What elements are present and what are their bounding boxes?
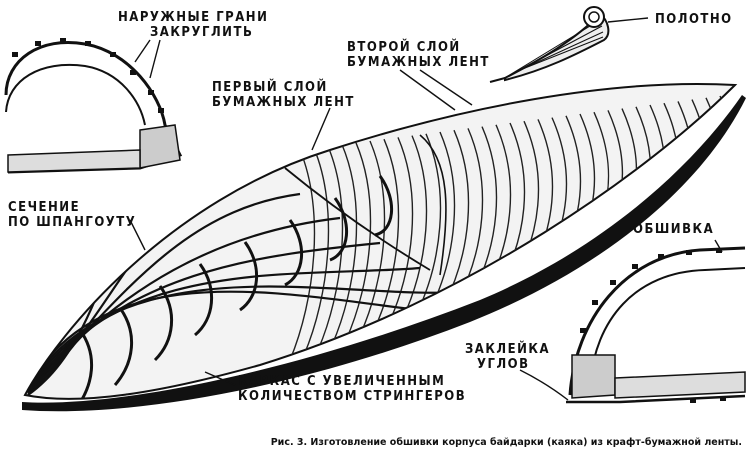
label-corner-gluing: ЗАКЛЕЙКА УГЛОВ — [465, 342, 550, 372]
rib — [113, 307, 133, 386]
rib — [374, 175, 394, 237]
paper-band — [401, 135, 428, 321]
paper-band — [373, 138, 400, 331]
frame-ribs — [73, 175, 394, 399]
rib — [73, 329, 93, 399]
first-layer-edge — [284, 167, 431, 271]
cross-section-bottom — [566, 246, 746, 404]
paper-band — [387, 137, 414, 326]
label-first-layer-line-1: ПЕРВЫЙ СЛОЙ — [212, 80, 328, 95]
label-skin: ОБШИВКА — [633, 222, 715, 237]
paper-band — [303, 147, 330, 356]
second-layer-edge — [419, 134, 447, 276]
stringer — [27, 241, 381, 391]
label-section: СЕЧЕНИЕ ПО ШПАНГОУТУ — [8, 200, 136, 230]
label-outer-edges: НАРУЖНЫЕ ГРАНИ ЗАКРУГЛИТЬ — [118, 10, 268, 40]
paper-band — [429, 131, 456, 311]
rib — [153, 285, 173, 362]
rib — [193, 263, 213, 337]
label-outer-edges-line-2: ЗАКРУГЛИТЬ — [150, 25, 254, 40]
label-first-layer: ПЕРВЫЙ СЛОЙ БУМАЖНЫХ ЛЕНТ — [212, 80, 355, 110]
label-corner-gluing-line-2: УГЛОВ — [477, 357, 530, 372]
stringer — [27, 192, 301, 394]
label-corner-gluing-line-1: ЗАКЛЕЙКА — [465, 342, 551, 357]
paper-band — [289, 149, 316, 361]
label-first-layer-line-2: БУМАЖНЫХ ЛЕНТ — [212, 95, 355, 110]
paper-band — [345, 142, 372, 341]
label-outer-edges-line-1: НАРУЖНЫЕ ГРАНИ — [118, 10, 269, 25]
label-section-line-2: ПО ШПАНГОУТУ — [8, 215, 137, 230]
label-cloth: ПОЛОТНО — [655, 12, 733, 27]
cloth-roll — [489, 6, 610, 83]
figure-caption: Рис. 3. Изготовление обшивки корпуса бай… — [270, 437, 742, 448]
rib — [239, 241, 258, 312]
label-frame-line-1: КАРКАС С УВЕЛИЧЕННЫМ — [238, 374, 446, 389]
label-second-layer: ВТОРОЙ СЛОЙ БУМАЖНЫХ ЛЕНТ — [347, 40, 490, 70]
paper-band — [415, 133, 442, 316]
label-second-layer-line-1: ВТОРОЙ СЛОЙ — [347, 40, 461, 55]
rib — [329, 197, 348, 262]
cross-section-top — [4, 38, 183, 174]
label-frame-line-2: КОЛИЧЕСТВОМ СТРИНГЕРОВ — [238, 389, 467, 404]
stringer — [27, 266, 421, 390]
label-frame: КАРКАС С УВЕЛИЧЕННЫМ КОЛИЧЕСТВОМ СТРИНГЕ… — [238, 374, 466, 404]
rib — [284, 219, 303, 287]
label-section-line-1: СЕЧЕНИЕ — [8, 200, 81, 215]
kayak-hull — [22, 82, 746, 412]
leader-lines — [129, 17, 723, 401]
label-second-layer-line-2: БУМАЖНЫХ ЛЕНТ — [347, 55, 490, 70]
paper-band — [359, 140, 386, 336]
stringer — [27, 285, 461, 389]
